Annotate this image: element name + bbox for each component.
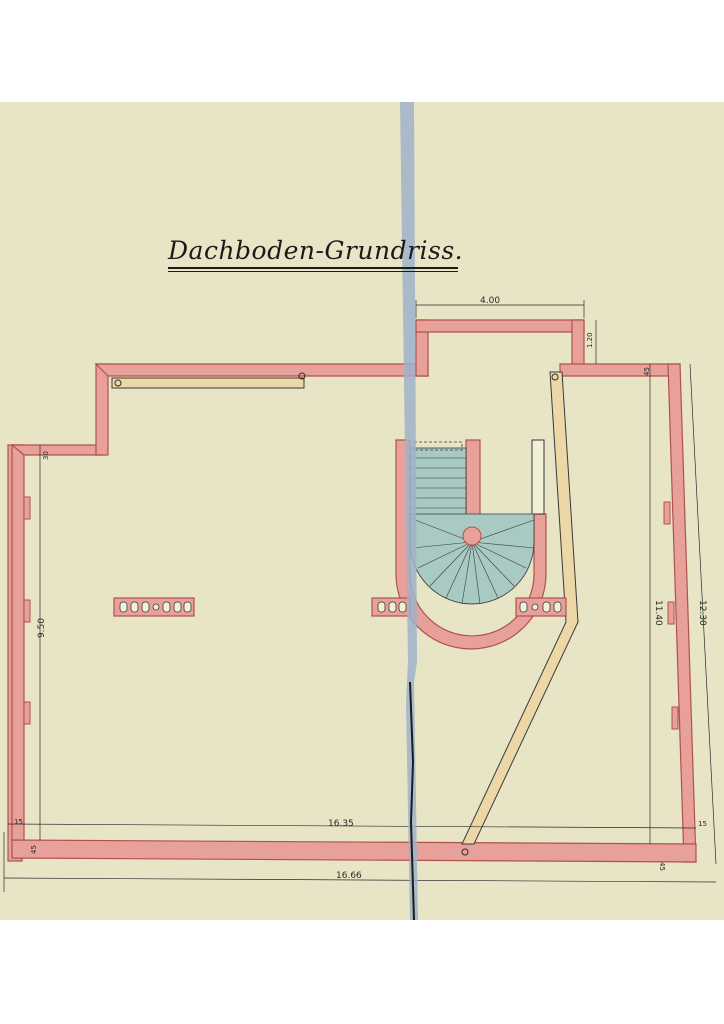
floor-plan: 4.00 1.20 45 30 9.50 11.40 12.30 16.35 1… <box>3 102 717 920</box>
dim-left-top: 30 <box>42 451 50 460</box>
dim-inner-width: 16.35 <box>328 819 354 829</box>
drawing-sheet: 4.00 1.20 45 30 9.50 11.40 12.30 16.35 1… <box>0 102 724 920</box>
top-left-step-wall <box>10 444 103 456</box>
title-underline-1 <box>168 267 458 269</box>
chimney-center-right <box>515 597 567 617</box>
dim-right-small: 15 <box>698 820 707 828</box>
drawing-title-text: Dachboden-Grundriss. <box>168 236 464 265</box>
pilaster-left-2 <box>23 599 31 623</box>
left-wall <box>11 444 25 859</box>
diagonal-beam-bolt-bottom <box>461 848 469 856</box>
paper-crack <box>409 681 415 920</box>
dim-right-top: 45 <box>643 367 651 376</box>
paper-crease <box>400 102 418 920</box>
beam-bolt-right <box>298 372 306 380</box>
pilaster-left-3 <box>23 701 31 725</box>
dimension-lines <box>3 300 717 892</box>
tower-top-wall <box>415 319 585 333</box>
pilaster-right-1 <box>663 501 671 525</box>
dim-outer-height: 12.30 <box>697 600 707 626</box>
dim-left-bottom: 45 <box>30 845 38 854</box>
stair-enclosure-wall <box>395 439 547 650</box>
pilaster-right-3 <box>671 706 679 730</box>
title-underline-2 <box>168 271 458 272</box>
dim-right-bottom: 45 <box>658 862 666 871</box>
upper-step-vertical <box>95 363 109 456</box>
top-wall-right <box>559 363 681 377</box>
winder-treads <box>409 517 535 605</box>
dim-small-vertical: 1.20 <box>586 332 594 348</box>
stair-column <box>531 439 545 515</box>
pilaster-right-2 <box>667 601 675 625</box>
chimney-center-left-flues <box>377 601 407 613</box>
roof-beam-top <box>111 377 305 389</box>
pilaster-left-1 <box>23 496 31 520</box>
chimney-left-flues <box>119 601 192 613</box>
diagonal-beam-bolt-top <box>551 373 559 381</box>
diagonal-beam <box>461 371 579 845</box>
top-wall-left <box>94 363 429 377</box>
dim-left-height: 9.50 <box>37 618 47 638</box>
dim-outer-width: 16.66 <box>336 871 362 881</box>
bottom-wall <box>11 839 697 863</box>
dim-inner-height: 11.40 <box>653 600 663 626</box>
drawing-title: Dachboden-Grundriss. <box>168 236 463 272</box>
dim-top-width: 4.00 <box>480 296 500 306</box>
dim-left-small: 15 <box>14 818 23 826</box>
stair-newel <box>462 526 482 546</box>
chimney-center-right-flues <box>519 601 562 613</box>
beam-bolt-left <box>114 379 122 387</box>
